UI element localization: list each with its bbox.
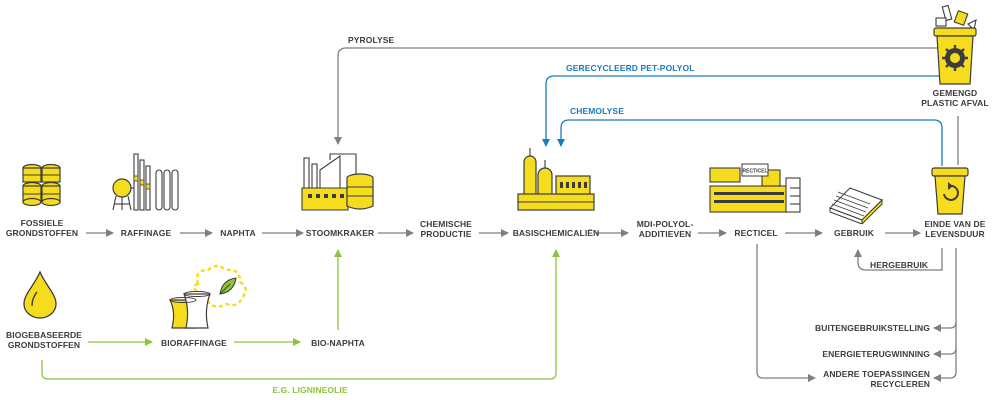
label-basis-line1: BASISCHEMICALIËN [512, 228, 600, 238]
label-pyrolyse-text: PYROLYSE [348, 35, 395, 45]
label-raffinage: RAFFINAGE [121, 228, 171, 238]
label-pet-polyol: GERECYCLEERD PET-POLYOL [566, 63, 695, 73]
chemical-plant-icon [517, 148, 595, 211]
label-energie-text: ENERGIETERUGWINNING [822, 349, 930, 359]
recticel-factory-icon: RECTICEL [709, 163, 801, 213]
label-bio-naphta: BIO-NAPHTA [311, 338, 365, 348]
label-bionaphta-line1: BIO-NAPHTA [311, 338, 365, 348]
arrow-buiten [933, 248, 957, 332]
label-fossiele-line2: GRONDSTOFFEN [5, 228, 79, 238]
arrow-chemolyse [557, 119, 943, 166]
label-lignineolie: E.G. LIGNINEOLIE [272, 385, 347, 395]
recticel-sign: RECTICEL [743, 169, 768, 175]
oil-barrels-icon [22, 163, 61, 207]
label-naphta-line1: NAPHTA [220, 228, 256, 238]
label-gemengd-line2: PLASTIC AFVAL [921, 98, 989, 108]
label-stoomkraker-line1: STOOMKRAKER [305, 228, 375, 238]
label-biogebaseerde-line2: GRONDSTOFFEN [7, 340, 81, 350]
label-lignineolie-text: E.G. LIGNINEOLIE [272, 385, 348, 395]
refinery-icon [112, 153, 179, 211]
label-mdi-line1: MDI-POLYOL- [636, 219, 694, 229]
label-bioraffinage-line1: BIORAFFINAGE [161, 338, 227, 348]
label-einde-levensduur: EINDE VAN DE LEVENSDUUR [924, 219, 985, 239]
oil-drop-icon [23, 270, 57, 319]
arrow-energie [933, 322, 957, 358]
label-biogebaseerde-grondstoffen: BIOGEBASEERDE GRONDSTOFFEN [6, 330, 82, 350]
label-biogebaseerde-line1: BIOGEBASEERDE [6, 330, 82, 340]
label-basischemicalien: BASISCHEMICALIËN [513, 228, 600, 238]
arrow-pyrolyse [334, 47, 962, 145]
insulation-boards-icon [829, 187, 883, 224]
label-gemengd-plastic-afval: GEMENGD PLASTIC AFVAL [921, 88, 988, 108]
label-recticel: RECTICEL [734, 228, 777, 238]
arrow-recticel-andere [756, 244, 816, 382]
label-naphta: NAPHTA [220, 228, 255, 238]
label-gebruik-line1: GEBRUIK [834, 228, 874, 238]
label-mdi-line2: ADDITIEVEN [638, 229, 692, 239]
label-einde-line1: EINDE VAN DE [924, 219, 986, 229]
overflowing-recycle-bin-icon [933, 4, 977, 85]
label-fossiele-line1: FOSSIELE [20, 218, 64, 228]
label-mdi-polyol: MDI-POLYOL- ADDITIEVEN [637, 219, 694, 239]
label-raffinage-line1: RAFFINAGE [120, 228, 172, 238]
label-hergebruik-text: HERGEBRUIK [870, 260, 929, 270]
label-recticel-line1: RECTICEL [734, 228, 778, 238]
label-pet-polyol-text: GERECYCLEERD PET-POLYOL [566, 63, 695, 73]
label-andere-line2: RECYCLEREN [870, 379, 930, 389]
label-gemengd-line1: GEMENGD [932, 88, 978, 98]
label-fossiele-grondstoffen: FOSSIELE GRONDSTOFFEN [6, 218, 78, 238]
label-chemische-line1: CHEMISCHE [420, 219, 472, 229]
label-buitengebruikstelling: BUITENGEBRUIKSTELLING [815, 323, 930, 333]
label-andere-toepassingen: ANDERE TOEPASSINGEN RECYCLEREN [823, 369, 930, 389]
label-hergebruik: HERGEBRUIK [870, 260, 928, 270]
arrow-andere [933, 348, 957, 382]
waste-bin-icon [931, 167, 969, 215]
label-energieterugwinning: ENERGIETERUGWINNING [822, 349, 930, 359]
label-chemische-line2: PRODUCTIE [420, 229, 472, 239]
label-buiten-text: BUITENGEBRUIKSTELLING [815, 323, 930, 333]
label-gebruik: GEBRUIK [834, 228, 874, 238]
label-pyrolyse: PYROLYSE [348, 35, 394, 45]
label-einde-line2: LEVENSDUUR [925, 229, 985, 239]
arrow-lignineolie [41, 249, 560, 380]
label-bioraffinage: BIORAFFINAGE [161, 338, 227, 348]
label-stoomkraker: STOOMKRAKER [306, 228, 374, 238]
arrow-pet-polyol [542, 75, 952, 147]
label-chemolyse-text: CHEMOLYSE [570, 106, 624, 116]
biorefinery-icon [169, 264, 247, 329]
steam-cracker-icon [301, 153, 374, 211]
arrow-hergebruik [854, 248, 943, 271]
label-andere-line1: ANDERE TOEPASSINGEN [823, 369, 930, 379]
label-chemische-productie: CHEMISCHE PRODUCTIE [420, 219, 472, 239]
label-chemolyse: CHEMOLYSE [570, 106, 624, 116]
